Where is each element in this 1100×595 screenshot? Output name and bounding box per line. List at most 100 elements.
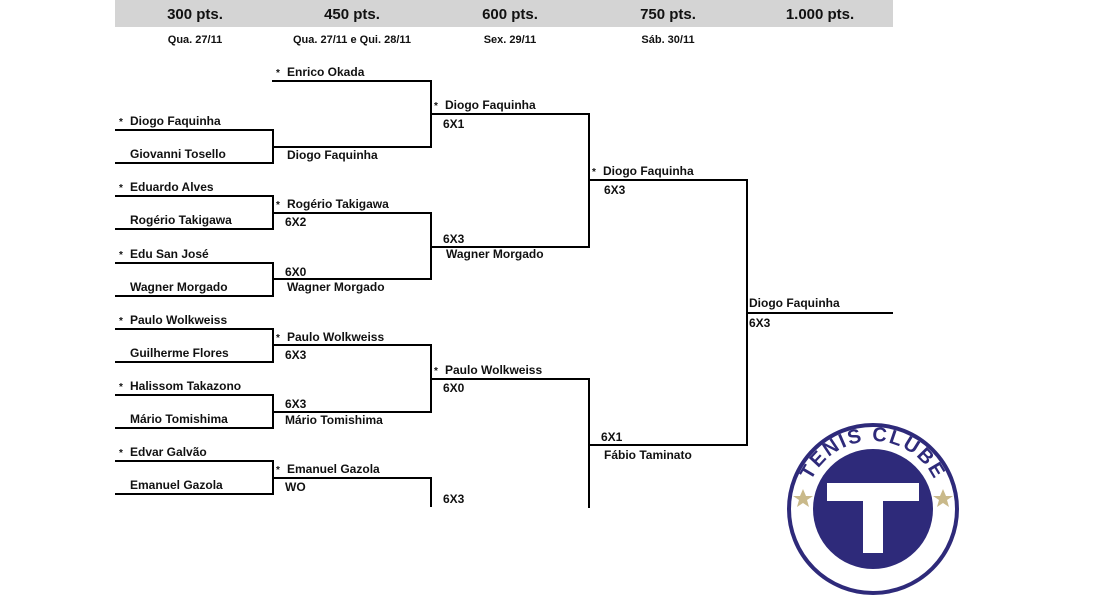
bracket-line: [115, 195, 274, 197]
r1-player: Mário Tomishima: [130, 412, 228, 426]
player-name: Diogo Faquinha: [603, 164, 694, 178]
match-score: 6X0: [285, 265, 307, 279]
final-score: 6X3: [749, 316, 771, 330]
bracket-line: [115, 328, 274, 330]
final-winner: Diogo Faquinha: [749, 296, 840, 310]
bracket-line: [115, 460, 274, 462]
bracket-line: [746, 312, 893, 314]
header-bar: [115, 0, 893, 27]
r2-player: Wagner Morgado: [287, 280, 385, 294]
match-score: 6X1: [443, 117, 465, 131]
seed-marker: *: [119, 316, 123, 327]
r3-player: *Diogo Faquinha: [434, 98, 536, 114]
star-icon: [933, 489, 953, 507]
match-score: WO: [285, 480, 306, 494]
player-name: Guilherme Flores: [130, 346, 229, 360]
player-name: Wagner Morgado: [287, 280, 385, 294]
r2-player: * Emanuel Gazola: [276, 462, 380, 478]
r1-player: *Diogo Faquinha: [119, 114, 221, 130]
r1-player: Emanuel Gazola: [130, 478, 223, 492]
player-name: Rogério Takigawa: [130, 213, 232, 227]
player-name: Paulo Wolkweiss: [287, 330, 385, 344]
player-name: Emanuel Gazola: [130, 478, 223, 492]
seed-marker: *: [276, 333, 280, 344]
player-name: Halissom Takazono: [130, 379, 242, 393]
seed-marker: *: [276, 200, 280, 211]
player-name: Mário Tomishima: [130, 412, 228, 426]
player-name: Wagner Morgado: [130, 280, 228, 294]
r1-player: * Halissom Takazono: [119, 379, 241, 395]
bracket-line: [272, 212, 432, 214]
player-name: Eduardo Alves: [130, 180, 214, 194]
r1-player: * Eduardo Alves: [119, 180, 214, 196]
r3-player: * Paulo Wolkweiss: [434, 363, 542, 379]
bracket-line: [272, 411, 432, 413]
bracket-line: [115, 394, 274, 396]
bracket-line: [115, 493, 274, 495]
player-name: Paulo Wolkweiss: [445, 363, 543, 377]
match-score: 6X3: [604, 183, 626, 197]
bracket-line: [115, 361, 274, 363]
round-5-points: 1.000 pts.: [785, 6, 855, 23]
seed-marker: *: [119, 448, 123, 459]
player-name: Edu San José: [130, 247, 209, 261]
seed-marker: *: [276, 68, 280, 79]
player-name: Diogo Faquinha: [445, 98, 536, 112]
player-name: Mário Tomishima: [285, 413, 383, 427]
r4-player: Fábio Taminato: [604, 448, 692, 462]
r1-player: Rogério Takigawa: [130, 213, 232, 227]
player-name: Diogo Faquinha: [287, 148, 378, 162]
player-name: Paulo Wolkweiss: [130, 313, 228, 327]
player-name: Edvar Galvão: [130, 445, 207, 459]
match-score: 6X1: [601, 430, 623, 444]
r1-player: Guilherme Flores: [130, 346, 229, 360]
bracket-line: [430, 246, 590, 248]
club-logo: TÊNIS CLUBE: [787, 423, 959, 595]
bracket-line: [272, 146, 432, 148]
star-icon: [793, 489, 813, 507]
match-score: 6X2: [285, 215, 307, 229]
bracket-line: [588, 378, 590, 508]
match-score: 6X3: [285, 348, 307, 362]
r1-player: * Paulo Wolkweiss: [119, 313, 227, 329]
round-2-date: Qua. 27/11 e Qui. 28/11: [292, 34, 412, 46]
bracket-line: [588, 179, 748, 181]
match-score: 6X0: [443, 381, 465, 395]
bracket-line: [115, 162, 274, 164]
bracket-line: [272, 80, 432, 82]
seed-marker: *: [592, 167, 596, 178]
seed-marker: *: [119, 183, 123, 194]
player-name: Wagner Morgado: [446, 247, 544, 261]
player-name: Enrico Okada: [287, 65, 365, 79]
seed-marker: *: [119, 117, 123, 128]
bracket-line: [430, 378, 590, 380]
player-name: Diogo Faquinha: [749, 296, 840, 310]
bracket-line: [115, 262, 274, 264]
bracket-line: [115, 228, 274, 230]
round-3-points: 600 pts.: [482, 6, 538, 23]
player-name: Fábio Taminato: [604, 448, 692, 462]
round-4-date: Sáb. 30/11: [641, 34, 695, 46]
player-name: Rogério Takigawa: [287, 197, 389, 211]
r4-player: * Diogo Faquinha: [592, 164, 694, 180]
seed-marker: *: [119, 250, 123, 261]
bracket-line: [430, 113, 590, 115]
r1-player: Wagner Morgado: [130, 280, 228, 294]
bracket-line: [272, 477, 432, 479]
bracket-line: [588, 444, 748, 446]
match-score: 6X3: [443, 492, 465, 506]
seed-marker: *: [434, 366, 438, 377]
r3-player: Wagner Morgado: [446, 247, 544, 261]
round-1-date: Qua. 27/11: [167, 34, 223, 46]
round-1-points: 300 pts.: [167, 6, 223, 23]
round-2-points: 450 pts.: [324, 6, 380, 23]
r1-player: * Edu San José: [119, 247, 209, 263]
bracket-line: [115, 295, 274, 297]
r1-player: * Edvar Galvão: [119, 445, 207, 461]
player-name: Emanuel Gazola: [287, 462, 380, 476]
seed-marker: *: [119, 382, 123, 393]
bracket-line: [272, 344, 432, 346]
round-3-date: Sex. 29/11: [483, 34, 537, 46]
bracket-line: [115, 129, 274, 131]
seed-marker: *: [276, 465, 280, 476]
